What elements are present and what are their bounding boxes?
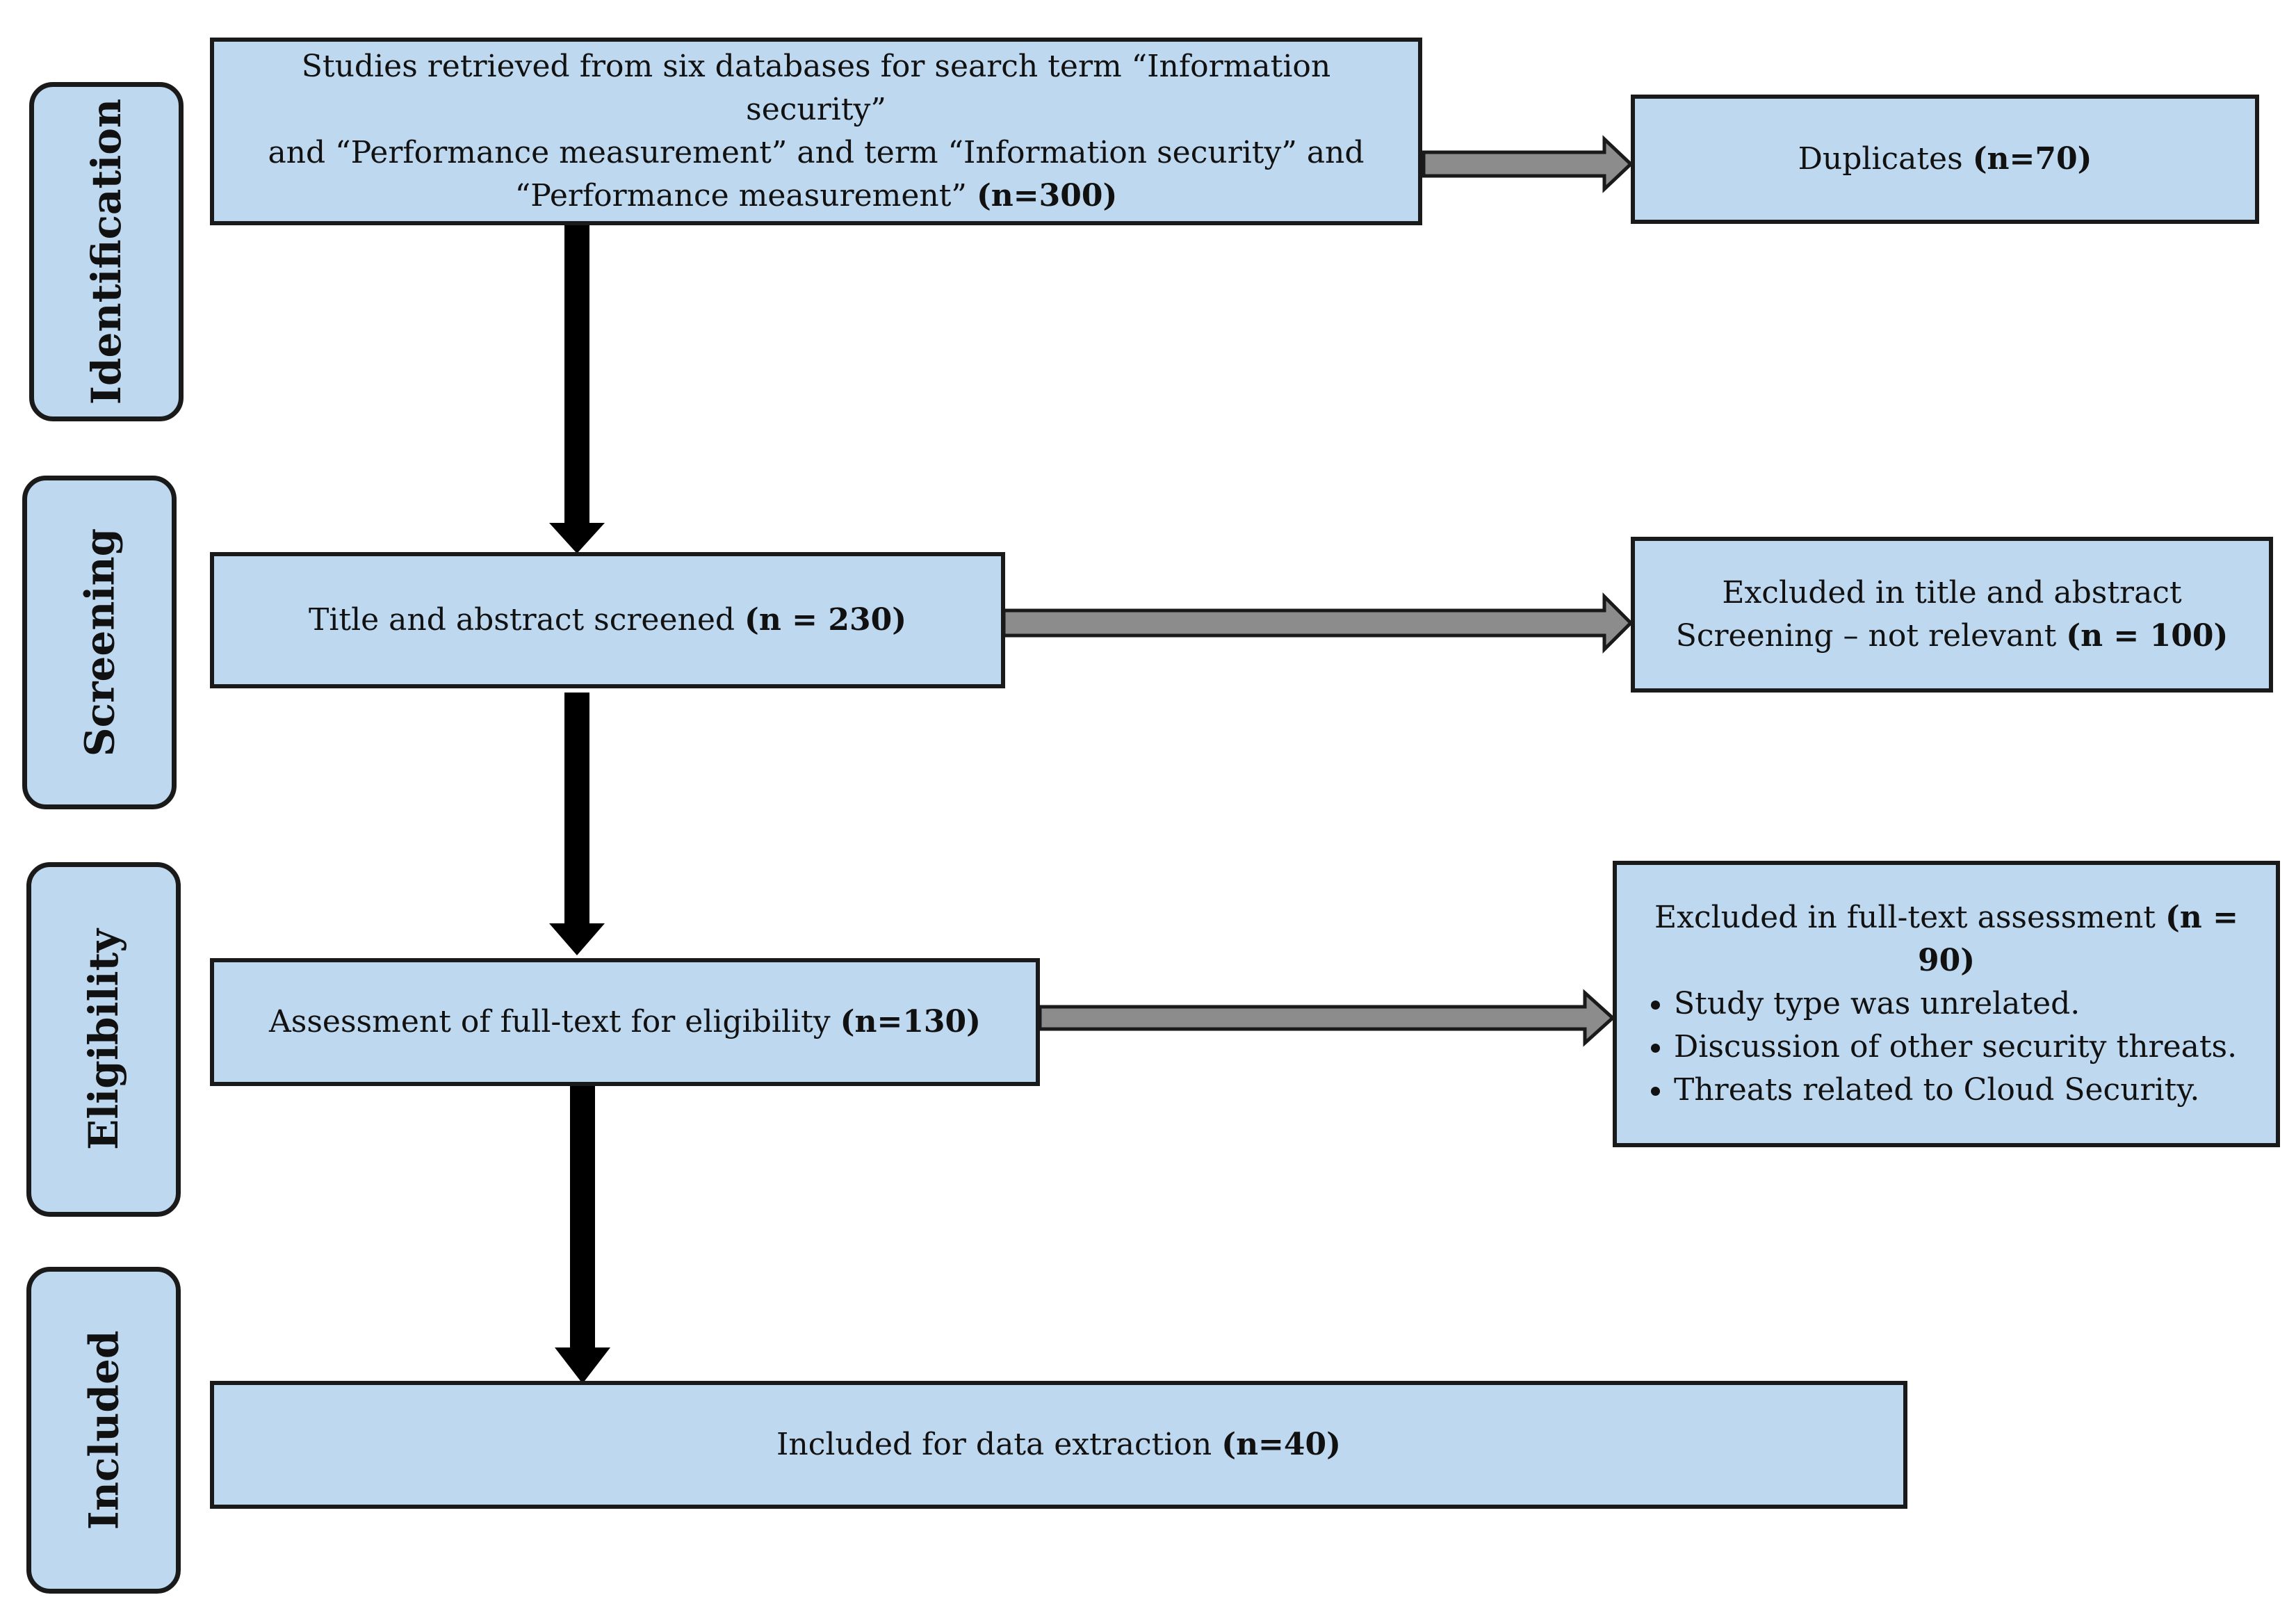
fulltext-count: (n=130) — [840, 1004, 981, 1039]
excluded-screening-box: Excluded in title and abstract Screening… — [1631, 537, 2273, 693]
stage-identification: Identification — [29, 82, 184, 421]
excluded-screening-line2: Screening – not relevant — [1675, 618, 2057, 654]
excluded-screening-count: (n = 100) — [2066, 618, 2229, 654]
excluded-fulltext-line1: Excluded in full-text assessment — [1654, 900, 2156, 935]
duplicates-count: (n=70) — [1972, 141, 2092, 177]
fulltext-box: Assessment of full-text for eligibility … — [210, 958, 1040, 1086]
retrieved-count: (n=300) — [976, 178, 1118, 213]
fulltext-text: Assessment of full-text for eligibility — [269, 1004, 831, 1039]
side-arrow-to-excluded-screening — [1002, 592, 1634, 654]
down-arrow-eligibility-to-included — [555, 1086, 610, 1384]
down-arrow-identification-to-screening — [549, 220, 605, 553]
excluded-screening-line1: Excluded in title and abstract — [1722, 575, 2182, 610]
retrieved-box: Studies retrieved from six databases for… — [210, 38, 1422, 225]
list-item: Discussion of other security threats. — [1674, 1026, 2255, 1069]
down-arrow-screening-to-eligibility — [549, 693, 605, 955]
exclusion-reasons-list: Study type was unrelated. Discussion of … — [1638, 982, 2255, 1112]
screened-count: (n = 230) — [744, 602, 907, 638]
included-text: Included for data extraction — [776, 1427, 1212, 1462]
included-count: (n=40) — [1221, 1427, 1341, 1462]
screened-text: Title and abstract screened — [308, 602, 735, 638]
excluded-fulltext-count-part1: (n = — [2165, 900, 2238, 935]
duplicates-text: Duplicates — [1798, 141, 1963, 177]
screened-box: Title and abstract screened (n = 230) — [210, 552, 1005, 688]
excluded-fulltext-count-part2: 90) — [1917, 943, 1976, 978]
included-box: Included for data extraction (n=40) — [210, 1381, 1907, 1509]
stage-label: Eligibility — [80, 928, 128, 1151]
retrieved-line2: and “Performance measurement” and term “… — [268, 135, 1365, 170]
list-item: Threats related to Cloud Security. — [1674, 1069, 2255, 1112]
stage-screening: Screening — [22, 476, 177, 809]
list-item: Study type was unrelated. — [1674, 982, 2255, 1026]
stage-label: Screening — [76, 528, 123, 757]
retrieved-line1: Studies retrieved from six databases for… — [301, 49, 1331, 127]
stage-label: Identification — [83, 98, 131, 405]
retrieved-line3: “Performance measurement” — [514, 178, 967, 213]
stage-eligibility: Eligibility — [26, 862, 181, 1217]
stage-label: Included — [80, 1330, 128, 1530]
duplicates-box: Duplicates (n=70) — [1631, 95, 2259, 224]
side-arrow-to-excluded-fulltext — [1038, 989, 1615, 1047]
side-arrow-to-duplicates — [1422, 135, 1634, 193]
stage-included: Included — [26, 1267, 181, 1594]
excluded-fulltext-box: Excluded in full-text assessment (n = 90… — [1613, 861, 2280, 1147]
